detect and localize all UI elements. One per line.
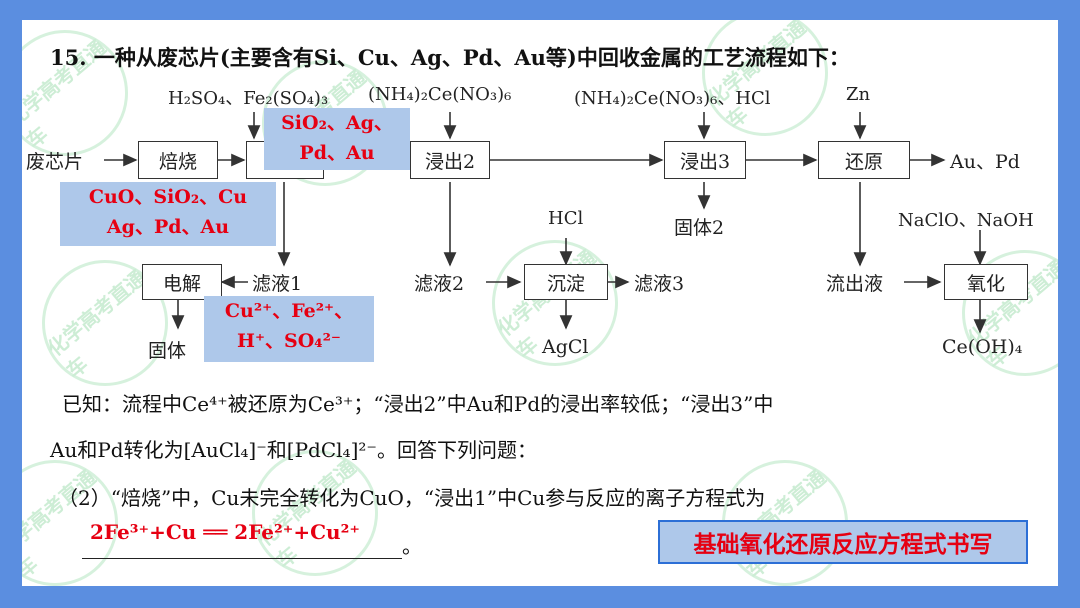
filtrate2-label: 滤液2	[414, 273, 465, 295]
node-roast: 焙烧	[138, 141, 218, 179]
node-leach2: 浸出2	[410, 141, 490, 179]
node-precipitate: 沉淀	[524, 264, 608, 300]
known-info-line1: 已知：流程中Ce⁴⁺被还原为Ce³⁺；“浸出2”中Au和Pd的浸出率较低；“浸出…	[62, 392, 774, 416]
content-frame: 化学高考直通车 化学高考直通车 化学高考直通车 化学高考直通车 化学高考直通车 …	[22, 20, 1058, 586]
answer-period: 。	[402, 534, 422, 558]
product-au-pd: Au、Pd	[950, 151, 1020, 173]
filtrate3-label: 滤液3	[634, 273, 685, 295]
filtrate1-label: 滤液1	[252, 273, 303, 295]
node-leach3: 浸出3	[664, 141, 746, 179]
node-electrolysis: 电解	[142, 264, 222, 300]
reagent-label: H₂SO₄、Fe₂(SO₄)₃	[168, 88, 329, 109]
solid2-label: 固体2	[674, 217, 725, 239]
topic-tag: 基础氧化还原反应方程式书写	[658, 520, 1028, 564]
solid1-label: 固体	[148, 340, 187, 362]
callout-leach1-solids: SiO₂、Ag、 Pd、Au	[264, 108, 410, 170]
ceoh4-label: Ce(OH)₄	[942, 336, 1023, 358]
node-oxidize: 氧化	[944, 264, 1028, 300]
start-material: 废芯片	[26, 151, 84, 173]
reagent-label: (NH₄)₂Ce(NO₃)₆、HCl	[574, 88, 771, 109]
question-title: 15. 一种从废芯片(主要含有Si、Cu、Ag、Pd、Au等)中回收金属的工艺流…	[50, 45, 850, 70]
callout-roast-products: CuO、SiO₂、Cu Ag、Pd、Au	[60, 182, 276, 246]
answer-blank	[82, 524, 402, 559]
reagent-label: NaClO、NaOH	[898, 210, 1034, 231]
answer-equation: 2Fe³⁺+Cu ══ 2Fe²⁺+Cu²⁺	[90, 520, 360, 544]
reagent-label: HCl	[548, 208, 584, 229]
callout-filtrate1-ions: Cu²⁺、Fe²⁺、 H⁺、SO₄²⁻	[204, 296, 374, 362]
node-reduce: 还原	[818, 141, 910, 179]
question-2: （2）“焙烧”中，Cu未完全转化为CuO，“浸出1”中Cu参与反应的离子方程式为	[58, 486, 766, 510]
agcl-label: AgCl	[542, 336, 589, 358]
known-info-line2: Au和Pd转化为[AuCl₄]⁻和[PdCl₄]²⁻。回答下列问题：	[50, 438, 537, 462]
effluent-label: 流出液	[826, 273, 884, 295]
reagent-label: Zn	[846, 84, 871, 105]
reagent-label: (NH₄)₂Ce(NO₃)₆	[368, 84, 512, 105]
